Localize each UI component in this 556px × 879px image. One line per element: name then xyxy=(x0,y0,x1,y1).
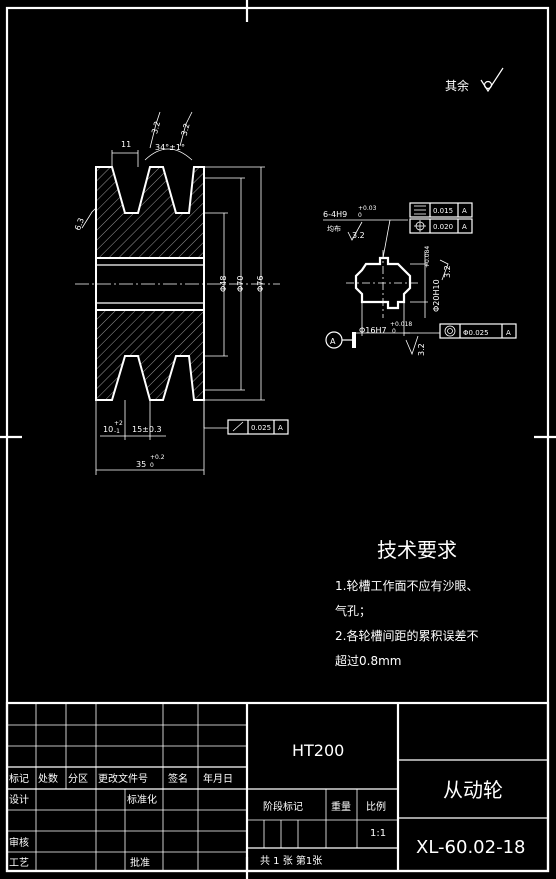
header-zone: 分区 xyxy=(68,773,88,785)
dim-35: 35 xyxy=(136,460,146,469)
fcf-concentricity: Φ0.025 A xyxy=(404,323,517,339)
svg-text:A: A xyxy=(506,329,511,337)
dim-10: 10 xyxy=(103,425,113,434)
svg-text:0.025: 0.025 xyxy=(251,424,271,432)
svg-text:+0.018: +0.018 xyxy=(390,321,412,328)
drawing-frame xyxy=(5,6,550,873)
dim-15: 15±0.3 xyxy=(132,425,162,434)
label-design: 设计 xyxy=(9,793,29,806)
dim-d70: Φ70 xyxy=(236,276,245,292)
header-change-doc: 更改文件号 xyxy=(98,772,148,785)
svg-text:0.020: 0.020 xyxy=(433,223,453,231)
header-date: 年月日 xyxy=(203,772,233,785)
fcf-symmetry: 0.015 A xyxy=(409,202,473,218)
svg-text:A: A xyxy=(462,207,467,215)
roughness-symbol-icon xyxy=(480,67,504,93)
scale-value: 1:1 xyxy=(370,828,386,839)
pulley-upper-section xyxy=(95,166,205,259)
label-weight: 重量 xyxy=(331,800,351,813)
svg-text:3.2: 3.2 xyxy=(352,231,365,240)
svg-text:0: 0 xyxy=(392,328,396,335)
svg-text:0: 0 xyxy=(150,462,154,469)
title-block: 标记 处数 分区 更改文件号 签名 年月日 设计 标准化 审核 工艺 批准 HT… xyxy=(5,701,550,873)
label-process: 工艺 xyxy=(9,857,29,869)
label-approve: 批准 xyxy=(130,856,150,869)
svg-text:Φ0.025: Φ0.025 xyxy=(463,329,489,337)
spline-label: 6-4H9 xyxy=(323,210,347,219)
svg-text:3.2: 3.2 xyxy=(443,265,452,278)
datum-a-symbol: A xyxy=(325,331,356,349)
svg-text:+2: +2 xyxy=(114,420,123,427)
pulley-section-view xyxy=(75,166,280,401)
tech-req-title: 技术要求 xyxy=(377,538,457,562)
svg-text:6.3: 6.3 xyxy=(73,217,86,232)
surface-mark-other-text: 其余 xyxy=(445,78,469,93)
svg-text:A: A xyxy=(330,337,336,346)
material: HT200 xyxy=(292,741,344,760)
fcf-position: 0.020 A xyxy=(409,218,473,234)
drawing-number: XL-60.02-18 xyxy=(416,837,525,858)
tech-req-line2: 气孔； xyxy=(335,603,371,618)
svg-text:3.2: 3.2 xyxy=(150,120,162,135)
dim-angle: 34°±1° xyxy=(155,143,185,152)
dim-d76: Φ76 xyxy=(256,276,265,292)
label-standardization: 标准化 xyxy=(127,793,157,806)
header-count: 处数 xyxy=(38,772,58,785)
roughness-mark-6: 3.2 xyxy=(405,335,426,356)
runout-icon xyxy=(232,421,244,432)
dim-d20: Φ20H10 xyxy=(432,279,441,312)
header-mark: 标记 xyxy=(9,773,29,785)
svg-text:3.2: 3.2 xyxy=(180,122,192,137)
svg-text:A: A xyxy=(278,424,283,432)
svg-text:0: 0 xyxy=(358,212,362,219)
label-scale: 比例 xyxy=(366,800,386,813)
sheet-count: 共 1 张 第1张 xyxy=(260,854,322,867)
pulley-lower-section xyxy=(95,309,205,401)
svg-text:+0.084: +0.084 xyxy=(424,246,431,268)
roughness-mark-2: 3.2 xyxy=(179,111,193,147)
roughness-mark-5: 3.2 xyxy=(439,259,452,281)
tech-req-line4: 超过0.8mm xyxy=(335,653,401,668)
svg-text:-1: -1 xyxy=(114,428,120,435)
svg-text:3.2: 3.2 xyxy=(417,343,426,356)
distributed-text: 均布 xyxy=(327,224,341,233)
label-stage-mark: 阶段标记 xyxy=(263,800,303,813)
part-name: 从动轮 xyxy=(443,778,503,802)
label-review: 审核 xyxy=(9,836,29,849)
roughness-mark-1: 3.2 xyxy=(149,111,162,149)
svg-text:0.015: 0.015 xyxy=(433,207,453,215)
roughness-mark-3: 6.3 xyxy=(73,207,97,232)
svg-text:+0.03: +0.03 xyxy=(358,205,377,212)
dim-d48: Φ48 xyxy=(219,276,228,292)
runout-tolerance-frame: 0.025 A xyxy=(203,400,289,435)
tech-req-line1: 1.轮槽工作面不应有沙眼、 xyxy=(335,578,478,593)
svg-text:A: A xyxy=(462,223,467,231)
dim-d16: Φ16H7 xyxy=(359,326,387,335)
tech-req-line3: 2.各轮槽间距的累积误差不 xyxy=(335,628,478,643)
header-sign: 签名 xyxy=(168,772,188,785)
spline-end-view: 6-4H9 +0.03 0 均布 3.2 0.015 A 0.02 xyxy=(323,202,517,356)
dim-11: 11 xyxy=(121,140,131,149)
svg-text:+0.2: +0.2 xyxy=(150,454,165,461)
roughness-mark-4: 3.2 xyxy=(347,221,365,241)
